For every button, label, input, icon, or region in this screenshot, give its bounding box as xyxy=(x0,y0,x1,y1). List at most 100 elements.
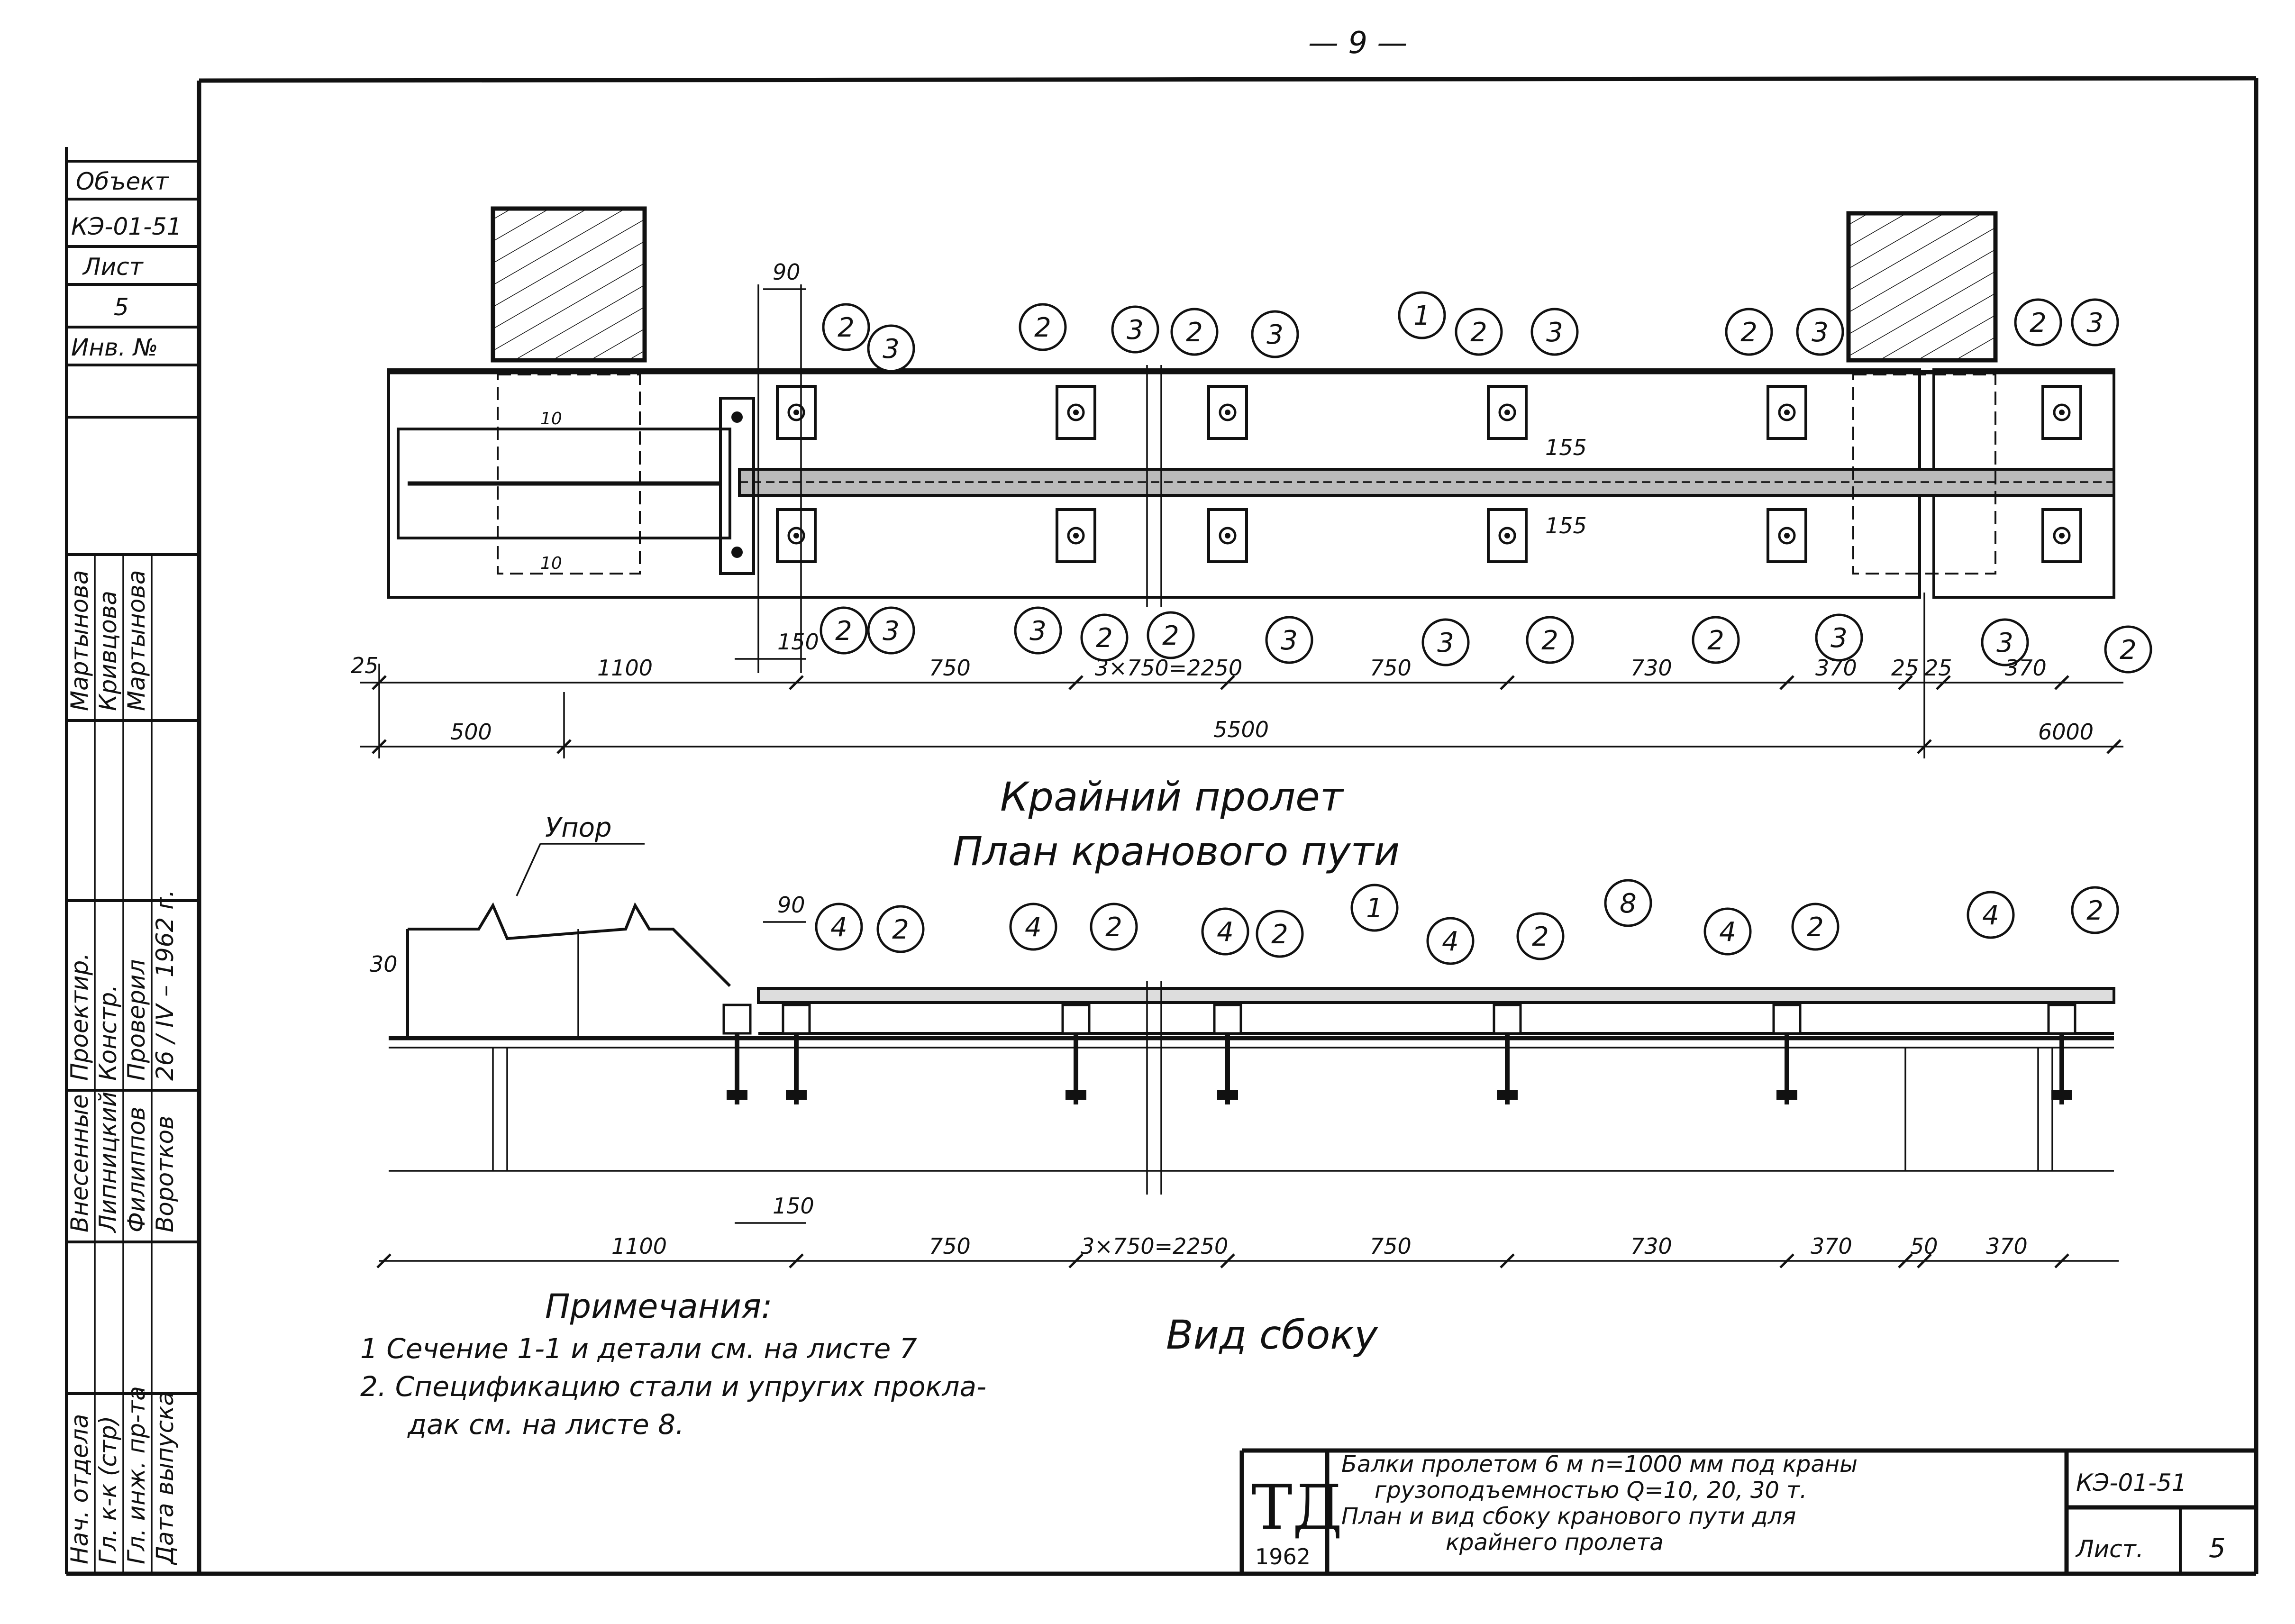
side-dim-50: 50 xyxy=(1910,1233,1938,1259)
plan-dim-750a: 750 xyxy=(929,655,971,681)
plan-dim-750b: 750 xyxy=(1370,655,1412,681)
svg-text:1: 1 xyxy=(1366,893,1383,924)
svg-text:2: 2 xyxy=(835,616,852,647)
rail-clamp xyxy=(1207,385,1248,440)
callout-bubble: 3 xyxy=(867,606,915,655)
svg-text:2: 2 xyxy=(1162,620,1179,651)
svg-text:3: 3 xyxy=(1812,317,1829,348)
callout-bubble: 4 xyxy=(1703,907,1752,956)
tb-desc-1: Балки пролетом 6 м n=1000 мм под краны xyxy=(1341,1451,1858,1478)
rail-clamp xyxy=(2041,508,2082,563)
callout-bubble: 2 xyxy=(2104,625,2152,674)
callout-bubble: 2 xyxy=(2071,886,2119,934)
strip-name-4: Мартынова xyxy=(66,570,93,711)
side-dim-90: 90 xyxy=(777,892,805,918)
callout-bubble: 3 xyxy=(1111,305,1159,354)
svg-text:2: 2 xyxy=(1186,317,1203,348)
strip-name-1: Липницкий xyxy=(94,1092,122,1233)
note-2: 2. Спецификацию стали и упругих прокла- xyxy=(360,1370,986,1403)
callout-bubble: 2 xyxy=(820,606,868,655)
svg-text:1: 1 xyxy=(1413,301,1430,331)
rail-clamp xyxy=(1056,385,1096,440)
callout-bubble: 3 xyxy=(1530,308,1579,356)
svg-text:8: 8 xyxy=(1620,888,1637,919)
title-block: ТД 1962 Балки пролетом 6 м n=1000 мм под… xyxy=(1239,1448,2256,1574)
rail-bolt xyxy=(1061,1004,1091,1104)
svg-text:2: 2 xyxy=(1541,625,1558,656)
svg-text:4: 4 xyxy=(1719,917,1736,948)
plan-dim-90: 90 xyxy=(773,259,801,285)
rail-clamp xyxy=(776,385,817,440)
svg-text:2: 2 xyxy=(1707,625,1724,656)
plan-dim-150: 150 xyxy=(777,629,819,655)
svg-text:2: 2 xyxy=(1807,912,1824,943)
svg-text:2: 2 xyxy=(1105,912,1122,943)
rail-bolt xyxy=(2047,1004,2076,1104)
side-dim-750b: 750 xyxy=(1370,1233,1412,1259)
concrete-column-right xyxy=(1846,211,1998,363)
svg-text:2: 2 xyxy=(2030,308,2047,338)
note-2-cont: дак см. на листе 8. xyxy=(407,1408,684,1441)
rail-clamp xyxy=(1767,508,1807,563)
callout-bubble: 1 xyxy=(1350,884,1399,932)
title-end-span: Крайний пролет xyxy=(1000,774,1344,820)
page-number: — 9 — xyxy=(1308,26,1407,61)
sheet-frame xyxy=(66,76,2259,1576)
notes-heading: Примечания: xyxy=(545,1287,773,1326)
callout-bubble: 3 xyxy=(2071,298,2119,347)
svg-text:4: 4 xyxy=(1982,900,1999,931)
svg-text:3: 3 xyxy=(1437,628,1454,658)
callout-bubble: 2 xyxy=(1080,613,1129,662)
callout-bubble: 4 xyxy=(1201,907,1249,956)
strip-code: КЭ-01-51 xyxy=(71,213,182,240)
strip-sheet-no: 5 xyxy=(114,293,129,321)
strip-role-3: Гл. инж. пр-та xyxy=(123,1386,150,1564)
callout-bubble: 3 xyxy=(1265,616,1313,664)
rail-bolt xyxy=(1772,1004,1802,1104)
side-dim-150: 150 xyxy=(773,1193,814,1219)
side-dim-30: 30 xyxy=(370,951,398,977)
callout-bubble: 2 xyxy=(1725,308,1773,356)
svg-text:2: 2 xyxy=(2120,635,2137,666)
rail-clamps xyxy=(776,385,2082,563)
svg-text:3: 3 xyxy=(1546,317,1563,348)
side-dim-730: 730 xyxy=(1630,1233,1672,1259)
strip-role-4: Внесенные xyxy=(66,1094,93,1232)
side-dim-370a: 370 xyxy=(1811,1233,1852,1259)
callout-bubble: 2 xyxy=(1791,903,1840,951)
strip-name-5: Кривцова xyxy=(94,591,122,711)
tb-desc-4: крайнего пролета xyxy=(1446,1529,1664,1556)
svg-text:3: 3 xyxy=(1029,616,1047,647)
svg-text:2: 2 xyxy=(892,914,909,945)
plan-dim-370a: 370 xyxy=(1815,655,1857,681)
plan-dim-10b: 10 xyxy=(540,554,562,573)
rail-bolt xyxy=(1493,1004,1522,1104)
strip-release: Дата выпуска xyxy=(151,1391,179,1565)
svg-text:2: 2 xyxy=(1271,919,1288,950)
svg-text:3: 3 xyxy=(1996,628,2013,658)
strip-role-1: Нач. отдела xyxy=(66,1414,93,1564)
svg-text:3: 3 xyxy=(1266,319,1284,350)
callout-bubble: 2 xyxy=(1455,308,1503,356)
plan-dim-155b: 155 xyxy=(1545,513,1587,538)
svg-text:2: 2 xyxy=(1470,317,1487,348)
plan-dim-25b: 25 xyxy=(1891,655,1919,681)
svg-text:4: 4 xyxy=(1442,926,1459,957)
strip-name-2: Филиппов xyxy=(123,1107,150,1232)
side-bolts xyxy=(722,1004,2076,1104)
callout-bubble: 4 xyxy=(815,903,863,951)
rail-clamp xyxy=(1207,508,1248,563)
plan-dim-370b: 370 xyxy=(2005,655,2047,681)
callout-bubble: 2 xyxy=(1090,903,1138,951)
svg-text:3: 3 xyxy=(2086,308,2104,338)
callout-bubble: 3 xyxy=(1421,618,1470,666)
strip-role-7: Проверил xyxy=(123,959,150,1081)
plan-dim-25c: 25 xyxy=(1924,655,1952,681)
strip-name-6: Мартынова xyxy=(123,570,150,711)
callout-bubble: 4 xyxy=(1967,891,2015,939)
svg-text:3: 3 xyxy=(883,616,900,647)
tb-sheet-no: 5 xyxy=(2209,1533,2226,1564)
plan-dim-2250: 3×750=2250 xyxy=(1095,655,1242,681)
